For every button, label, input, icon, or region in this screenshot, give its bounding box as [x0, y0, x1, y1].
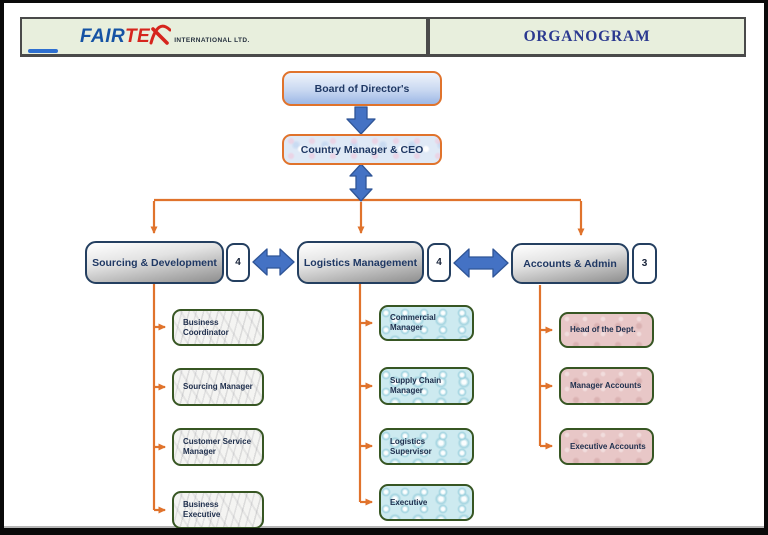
node-executive-accounts: Executive Accounts — [559, 428, 654, 465]
node-commercial-manager: Commercial Manager — [379, 305, 474, 341]
double-arrow-horizontal-right-icon — [453, 248, 509, 278]
brand-te: TE — [124, 26, 151, 47]
node-dept-logistics-management: Logistics Management — [297, 241, 424, 284]
double-arrow-vertical-icon — [349, 163, 373, 202]
node-sourcing-manager: Sourcing Manager — [172, 368, 264, 406]
node-business-coordinator: Business Coordinator — [172, 309, 264, 346]
node-supply-chain-manager: Supply Chain Manager — [379, 367, 474, 405]
brand-suffix: INTERNATIONAL LTD. — [174, 36, 250, 44]
badge-sourcing-count: 4 — [226, 243, 250, 282]
logo-panel: FAIRTE INTERNATIONAL LTD. — [20, 17, 428, 57]
brand-text: FAIRTE — [80, 27, 150, 46]
brand-fair: FAIR — [80, 26, 125, 47]
badge-logistics-count: 4 — [427, 243, 451, 282]
down-arrow-icon — [346, 106, 376, 135]
node-executive: Executive — [379, 484, 474, 521]
node-dept-sourcing-development: Sourcing & Development — [85, 241, 224, 284]
node-logistics-supervisor: Logistics Supervisor — [379, 428, 474, 465]
node-manager-accounts: Manager Accounts — [559, 367, 654, 405]
logo-underline-swoosh — [28, 49, 58, 53]
fairtex-logo: FAIRTE INTERNATIONAL LTD. — [22, 19, 426, 54]
badge-accounts-count: 3 — [632, 243, 657, 284]
node-country-manager-ceo: Country Manager & CEO — [282, 134, 442, 165]
node-customer-service-manager: Customer Service Manager — [172, 428, 264, 466]
double-arrow-horizontal-left-icon — [252, 248, 295, 276]
title-panel: ORGANOGRAM — [428, 17, 746, 57]
node-business-executive: Business Executive — [172, 491, 264, 528]
brand-x-swoosh-icon — [149, 23, 172, 50]
node-head-of-the-dept: Head of the Dept. — [559, 312, 654, 348]
node-dept-accounts-admin: Accounts & Admin — [511, 243, 629, 284]
node-board-of-directors: Board of Director's — [282, 71, 442, 106]
page-title: ORGANOGRAM — [523, 27, 651, 45]
